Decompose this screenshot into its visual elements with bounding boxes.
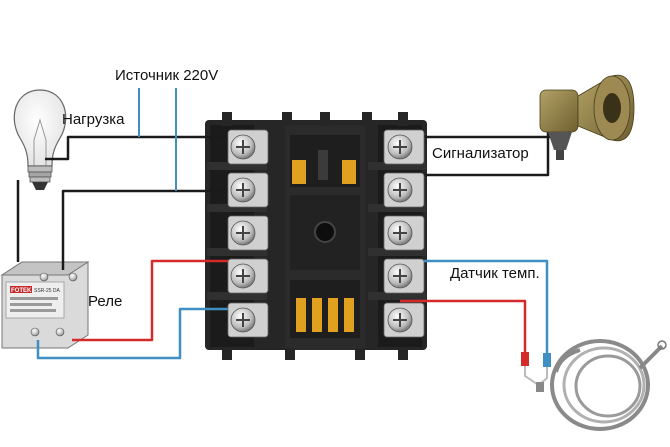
wires — [16, 88, 560, 360]
terminal-right-5 — [383, 302, 425, 338]
wire-alarm-2 — [400, 132, 550, 177]
wire-relay-terminal2 — [61, 189, 243, 270]
wire-relay-red — [72, 259, 243, 342]
label-sensor: Датчик темп. — [450, 265, 540, 282]
relay-brand-text: FOTEK — [11, 288, 32, 294]
terminals-left — [227, 129, 269, 338]
label-relay: Реле — [88, 293, 123, 310]
terminal-right-4 — [383, 258, 425, 294]
alarm-horn-icon — [539, 74, 635, 160]
terminal-left-4 — [227, 258, 269, 294]
terminal-left-3 — [227, 215, 269, 251]
label-load: Нагрузка — [62, 111, 125, 128]
relay-model-text: SSR-25 DA — [34, 288, 61, 294]
terminal-right-1 — [383, 129, 425, 165]
terminal-left-1 — [227, 129, 269, 165]
wire-load-top — [45, 135, 243, 161]
solid-state-relay-icon — [0, 261, 90, 349]
terminal-right-2 — [383, 172, 425, 208]
label-alarm: Сигнализатор — [432, 145, 529, 162]
thermocouple-sensor-icon — [521, 339, 667, 431]
light-bulb-icon — [13, 89, 67, 190]
wire-sensor-blue — [400, 259, 549, 355]
wire-relay-blue — [36, 307, 243, 360]
label-source: Источник 220V — [115, 67, 219, 84]
wire-sensor-red — [400, 299, 527, 352]
terminal-left-5 — [227, 302, 269, 338]
terminal-left-2 — [227, 172, 269, 208]
terminal-right-3 — [383, 215, 425, 251]
terminals-right — [383, 129, 425, 338]
